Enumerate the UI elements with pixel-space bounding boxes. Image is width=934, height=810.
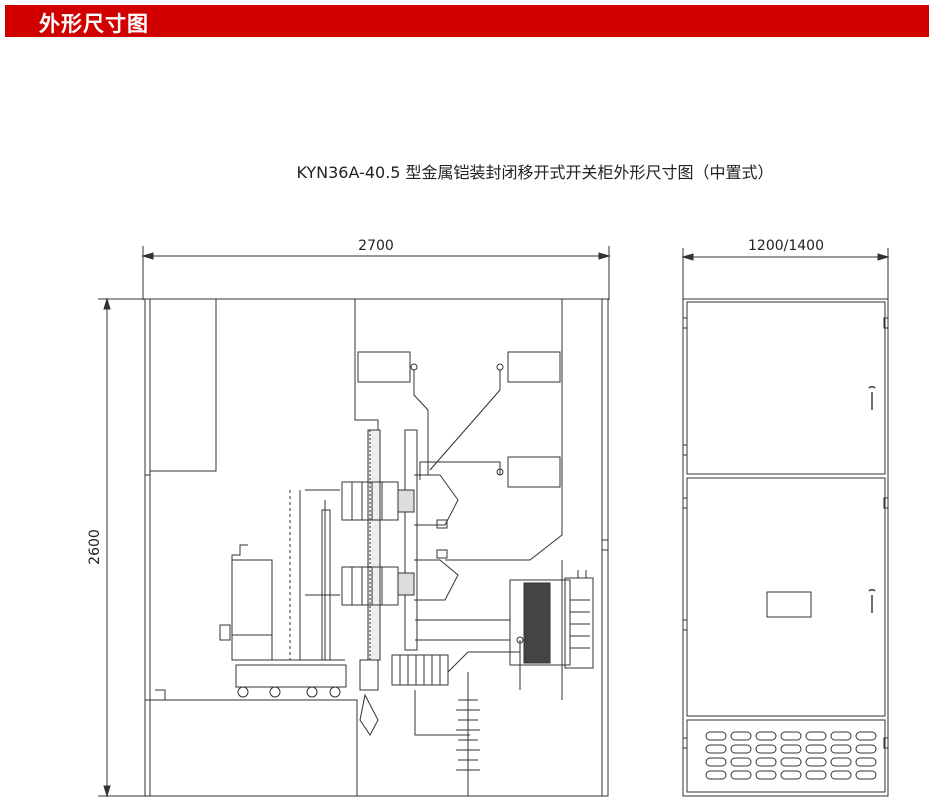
section-header-bar: 外形尺寸图: [5, 5, 929, 37]
side-width-dimension: 1200/1400: [681, 238, 890, 300]
front-view: [682, 298, 889, 797]
width-dimension: 2700: [141, 238, 611, 300]
width-dimension-label: 2700: [358, 238, 394, 254]
drawing-title: KYN36A-40.5 型金属铠装封闭移开式开关柜外形尺寸图（中置式）: [296, 163, 774, 182]
vent-louvres: [705, 731, 877, 780]
height-dimension: 2600: [87, 297, 150, 798]
side-width-dimension-label: 1200/1400: [748, 238, 824, 254]
height-dimension-label: 2600: [87, 529, 103, 565]
section-view: [144, 298, 609, 797]
section-title: 外形尺寸图: [39, 12, 149, 36]
